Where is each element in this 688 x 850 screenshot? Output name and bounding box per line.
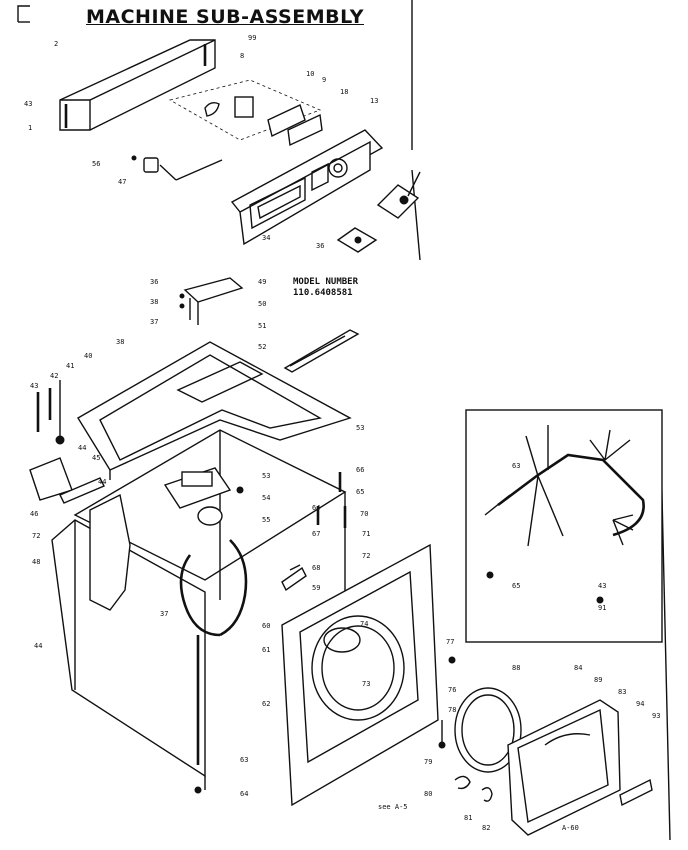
door-gasket [454,687,522,773]
callout-screw-40: 40 [84,352,93,360]
callout-side-67: 67 [312,530,321,538]
callout-door-88: 88 [512,664,521,672]
cabinet [51,429,347,794]
callout-harness-43: 43 [598,582,607,590]
callout-switch-left: 56 [92,160,101,168]
callout-harness: 63 [512,462,521,470]
callout-motor-55: 55 [262,516,271,524]
knob-set [267,104,323,147]
callout-screw-43: 43 [30,382,39,390]
callout-harness-65: 65 [512,582,521,590]
callout-front-72: 72 [362,552,371,560]
callout-side-65: 65 [356,488,365,496]
callout-clip-44: 44 [78,444,87,452]
console-end-cap [59,39,216,131]
callout-bracket-51: 51 [258,322,267,330]
model-number-label: MODEL NUMBER 110.6408581 [293,277,358,299]
callout-wire-61: 61 [262,646,271,654]
callout-console-end-cap-alt: 99 [248,34,257,42]
callout-knob-left: 10 [306,70,315,78]
callout-bracket-52: 52 [258,343,267,351]
pump-motor [163,467,244,526]
callout-bracket-50: 50 [258,300,267,308]
door-assembly [507,699,653,836]
callout-seal-74: 74 [360,620,369,628]
callout-door-79: 79 [424,758,433,766]
callout-door-80: 80 [424,790,433,798]
callout-side-68: 68 [312,564,321,572]
callout-screw-42: 42 [50,372,59,380]
switch-left [131,155,223,181]
control-console-panel [230,129,384,246]
callout-cabinet-44: 44 [34,642,43,650]
model-number-value: 110.6408581 [293,288,353,298]
callout-foot-63: 63 [240,756,249,764]
callout-side-66: 66 [356,466,365,474]
wiring-harness-box [465,409,663,643]
callout-see-a6: A-60 [562,824,579,832]
callout-side-64: 64 [312,504,321,512]
callout-part-72a: 72 [32,532,41,540]
callout-harness-91: 91 [598,604,607,612]
callout-door-93: 93 [652,712,661,720]
callout-bracket-37: 37 [150,318,159,326]
top-panel [77,341,352,480]
callout-timer: 36 [316,242,325,250]
callout-door-82: 82 [482,824,491,832]
graphics-panel-outline [168,79,322,141]
callout-top-panel: 53 [356,424,365,432]
callout-hose-37: 37 [160,610,169,618]
callout-foot-64: 64 [240,790,249,798]
callout-wire-62: 62 [262,700,271,708]
callout-door-81: 81 [464,814,473,822]
latch-parts [438,656,493,802]
callout-door-83: 83 [618,688,627,696]
callout-lock-44: 44 [98,478,107,486]
callout-cabinet-48: 48 [32,558,41,566]
side-components [281,472,347,592]
callout-knob-mid: 9 [322,76,327,84]
callout-motor-54: 54 [262,494,271,502]
diagram-title: MACHINE SUB-ASSEMBLY [86,6,364,28]
callout-side-59: 59 [312,584,321,592]
callout-side-71: 71 [362,530,371,538]
callout-screw-41: 41 [66,362,75,370]
callout-console-end-cap: 2 [54,40,59,48]
callout-hinge-38: 38 [116,338,125,346]
callout-door-89: 89 [594,676,603,684]
callout-bracket-38: 38 [150,298,159,306]
callout-seal-73: 73 [362,680,371,688]
callout-left-screw: 43 [24,100,33,108]
callout-side-70: 70 [360,510,369,518]
callout-console-panel: 13 [370,97,379,105]
callout-latch-78: 78 [448,706,457,714]
callout-door-84: 84 [574,664,583,672]
callout-gasket: 76 [448,686,457,694]
model-number-heading: MODEL NUMBER [293,277,359,287]
left-hardware [29,380,105,504]
callout-clip-45: 45 [92,454,101,462]
callout-bracket-49: 49 [258,278,267,286]
callout-timer-bracket: 34 [262,234,271,242]
callout-cap-small: 1 [28,124,33,132]
callout-graphics-panel: 8 [240,52,245,60]
callout-motor-53: 53 [262,472,271,480]
bracket-assembly [179,277,360,373]
callout-knob-right: 18 [340,88,349,96]
front-panel [281,543,439,807]
callout-lock-46: 46 [30,510,39,518]
callout-see-a5: see A-5 [378,803,408,811]
timer-knob [336,171,421,253]
callout-bracket-36: 36 [150,278,159,286]
callout-latch-77: 77 [446,638,455,646]
callout-wire-60: 60 [262,622,271,630]
callout-door-94: 94 [636,700,645,708]
callout-switch-left-b: 47 [118,178,127,186]
